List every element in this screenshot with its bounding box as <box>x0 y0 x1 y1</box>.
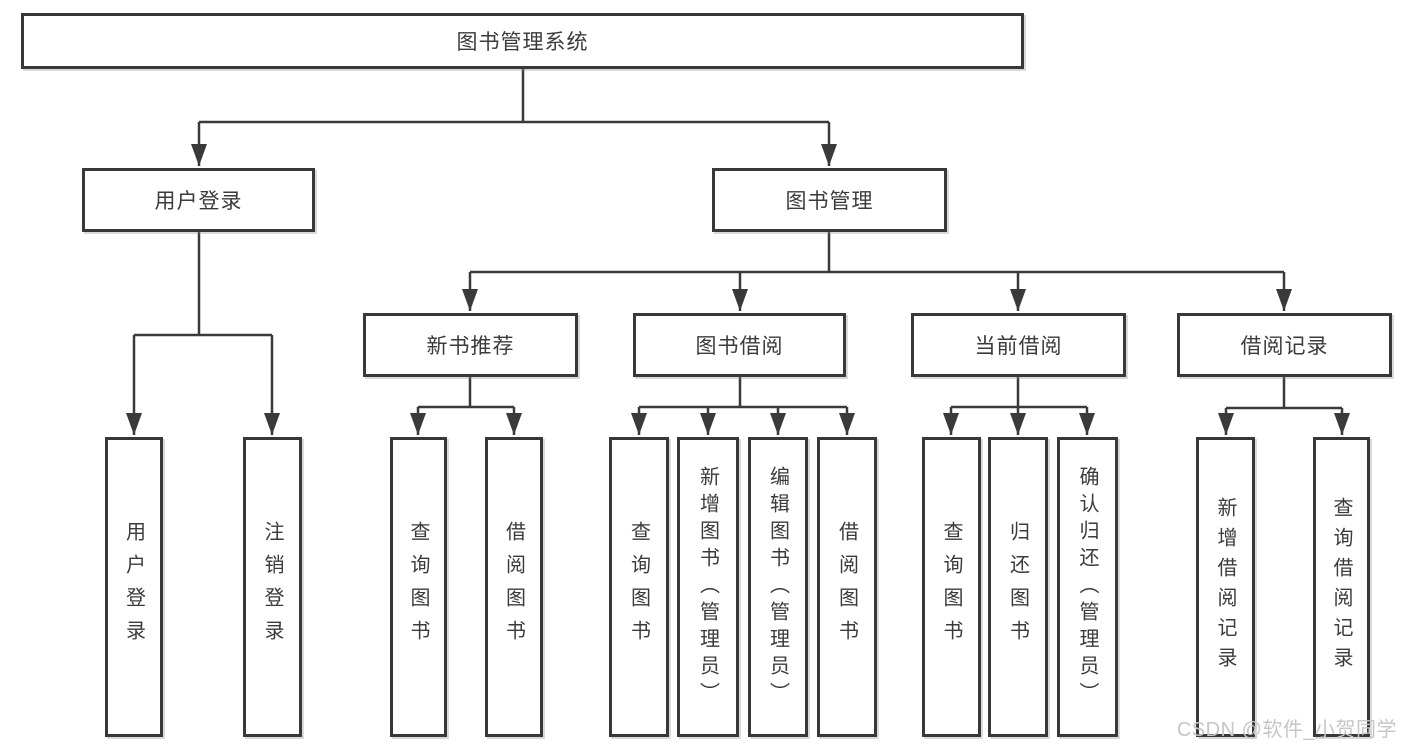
leaf-br-query-record-label: 查询借阅记录 <box>1330 497 1352 677</box>
node-book-mgmt: 图书管理 <box>712 168 947 232</box>
node-book-mgmt-label: 图书管理 <box>785 190 874 213</box>
leaf-bb-query-books: 查询图书 <box>609 437 669 737</box>
leaf-rec-borrow-books: 借阅图书 <box>485 437 543 737</box>
connector-user-login-to-leaves <box>126 232 280 435</box>
leaf-bb-add-books-admin: 新增图书（管理员） <box>677 437 739 737</box>
connector-root-to-level2 <box>191 69 837 166</box>
leaf-bb-borrow-books: 借阅图书 <box>817 437 877 737</box>
leaf-cb-return-books-label: 归还图书 <box>1006 521 1029 653</box>
connector-new-book-rec-to-leaves <box>410 377 522 435</box>
node-current-borrow-label: 当前借阅 <box>974 335 1063 358</box>
leaf-cb-return-books: 归还图书 <box>988 437 1048 737</box>
node-new-book-rec: 新书推荐 <box>363 313 578 377</box>
leaf-br-add-record-label: 新增借阅记录 <box>1214 497 1236 677</box>
node-book-borrow-label: 图书借阅 <box>695 335 784 358</box>
leaf-rec-borrow-books-label: 借阅图书 <box>502 521 525 653</box>
leaf-br-query-record: 查询借阅记录 <box>1313 437 1370 737</box>
leaf-cb-confirm-return-admin: 确认归还（管理员） <box>1057 437 1118 737</box>
leaf-logout: 注销登录 <box>243 437 302 737</box>
node-user-login-label: 用户登录 <box>154 190 243 213</box>
node-current-borrow: 当前借阅 <box>911 313 1126 377</box>
node-borrow-records: 借阅记录 <box>1177 313 1392 377</box>
node-new-book-rec-label: 新书推荐 <box>426 335 515 358</box>
node-book-borrow: 图书借阅 <box>633 313 846 377</box>
leaf-cb-query-books-label: 查询图书 <box>940 521 962 653</box>
leaf-user-login: 用户登录 <box>105 437 163 737</box>
leaf-bb-add-books-admin-label: 新增图书（管理员） <box>696 465 719 709</box>
leaf-rec-query-books: 查询图书 <box>390 437 447 737</box>
leaf-logout-label: 注销登录 <box>261 521 283 653</box>
leaf-bb-query-books-label: 查询图书 <box>627 521 650 653</box>
connector-book-borrow-to-leaves <box>631 377 855 435</box>
leaf-cb-confirm-return-admin-label: 确认归还（管理员） <box>1076 465 1098 709</box>
leaf-bb-edit-books-admin: 编辑图书（管理员） <box>748 437 808 737</box>
connector-current-borrow-to-leaves <box>943 377 1095 435</box>
leaf-bb-edit-books-admin-label: 编辑图书（管理员） <box>766 465 789 709</box>
node-root-label: 图书管理系统 <box>456 31 589 54</box>
node-root-system: 图书管理系统 <box>21 13 1024 69</box>
leaf-rec-query-books-label: 查询图书 <box>407 521 429 653</box>
leaf-cb-query-books: 查询图书 <box>922 437 981 737</box>
connector-borrow-records-to-leaves <box>1218 377 1350 435</box>
leaf-user-login-label: 用户登录 <box>122 521 145 653</box>
node-borrow-records-label: 借阅记录 <box>1240 335 1329 358</box>
watermark: CSDN @软件_小贺同学 <box>1176 719 1397 741</box>
leaf-bb-borrow-books-label: 借阅图书 <box>835 521 858 653</box>
node-user-login: 用户登录 <box>82 168 315 232</box>
leaf-br-add-record: 新增借阅记录 <box>1196 437 1255 737</box>
connector-book-mgmt-to-level3 <box>462 232 1292 311</box>
